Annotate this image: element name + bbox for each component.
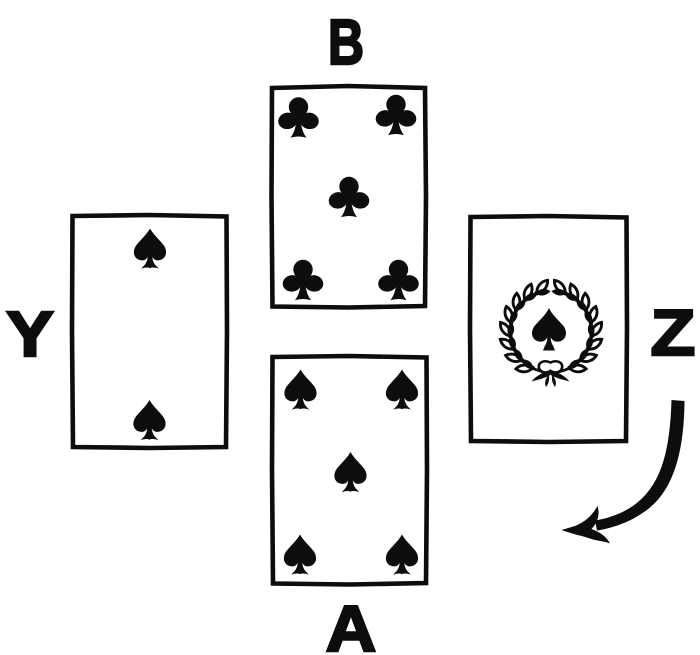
svg-text:Y: Y: [6, 299, 54, 371]
svg-text:A: A: [326, 593, 377, 655]
svg-text:Z: Z: [651, 296, 696, 369]
svg-text:B: B: [328, 7, 364, 78]
